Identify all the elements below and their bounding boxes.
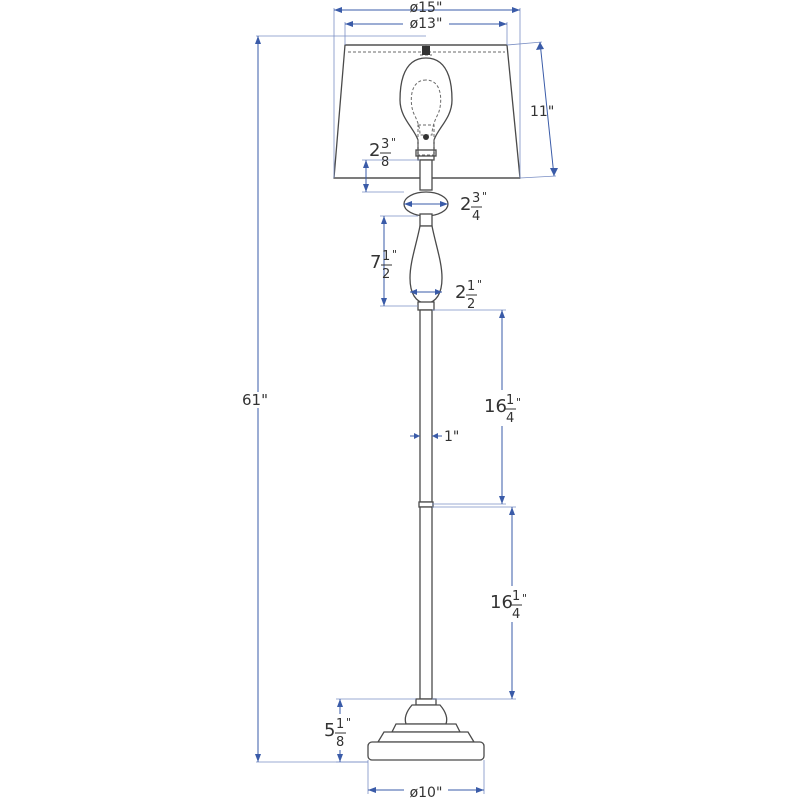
neck-height-unit: " — [391, 136, 396, 149]
vase-diameter-unit: " — [477, 278, 482, 291]
knob-diameter-numerator: 3 — [472, 191, 480, 206]
lower-pole-height-denominator: 4 — [512, 607, 520, 622]
base-height-unit: " — [346, 716, 351, 729]
lower-pole-height-whole: 16 — [490, 592, 513, 613]
label-upper-pole-height: 16 1 4 " — [482, 390, 524, 426]
label-vase-diameter: 2 1 2 " — [455, 278, 482, 312]
neck-height-whole: 2 — [369, 140, 380, 161]
lamp-pole — [418, 309, 434, 700]
label-neck-height: 2 3 8 " — [369, 136, 396, 170]
vase-height-denominator: 2 — [382, 267, 390, 282]
label-knob-diameter: 2 3 4 " — [460, 190, 487, 224]
vase-diameter-denominator: 2 — [467, 297, 475, 312]
upper-pole-height-denominator: 4 — [506, 411, 514, 426]
neck-height-denominator: 8 — [381, 155, 389, 170]
lower-pole-height-numerator: 1 — [512, 589, 520, 604]
label-overall-height: 61" — [242, 391, 268, 409]
upper-pole-height-unit: " — [516, 396, 521, 409]
label-lower-pole-height: 16 1 4 " — [488, 586, 530, 622]
vase-height-unit: " — [392, 248, 397, 261]
knob-diameter-denominator: 4 — [472, 209, 480, 224]
lamp-base — [367, 698, 485, 761]
base-height-denominator: 8 — [336, 735, 344, 750]
knob-diameter-whole: 2 — [460, 194, 471, 215]
label-vase-height: 7 1 2 " — [370, 248, 397, 282]
base-height-whole: 5 — [324, 720, 335, 741]
label-shade-top-diameter: ø13" — [410, 16, 443, 32]
label-base-diameter: ø10" — [410, 785, 443, 800]
lamp-shade — [333, 44, 521, 179]
upper-pole-height-numerator: 1 — [506, 393, 514, 408]
base-height-numerator: 1 — [336, 717, 344, 732]
label-pole-diameter: 1" — [444, 429, 459, 445]
dimension-labels: ø15" ø13" 11" 61" 1" ø10" 2 3 8 " 2 3 4 … — [240, 0, 554, 800]
upper-pole-height-whole: 16 — [484, 396, 507, 417]
lower-pole-height-unit: " — [522, 592, 527, 605]
vase-diameter-numerator: 1 — [467, 279, 475, 294]
vase-height-whole: 7 — [370, 252, 381, 273]
neck-height-numerator: 3 — [381, 137, 389, 152]
vase-diameter-whole: 2 — [455, 282, 466, 303]
label-base-height: 5 1 8 " — [322, 714, 356, 750]
vase-height-numerator: 1 — [382, 249, 390, 264]
knob-diameter-unit: " — [482, 190, 487, 203]
label-shade-height: 11" — [530, 104, 554, 120]
lamp-vase — [409, 225, 443, 311]
label-shade-bottom-diameter: ø15" — [410, 0, 443, 16]
